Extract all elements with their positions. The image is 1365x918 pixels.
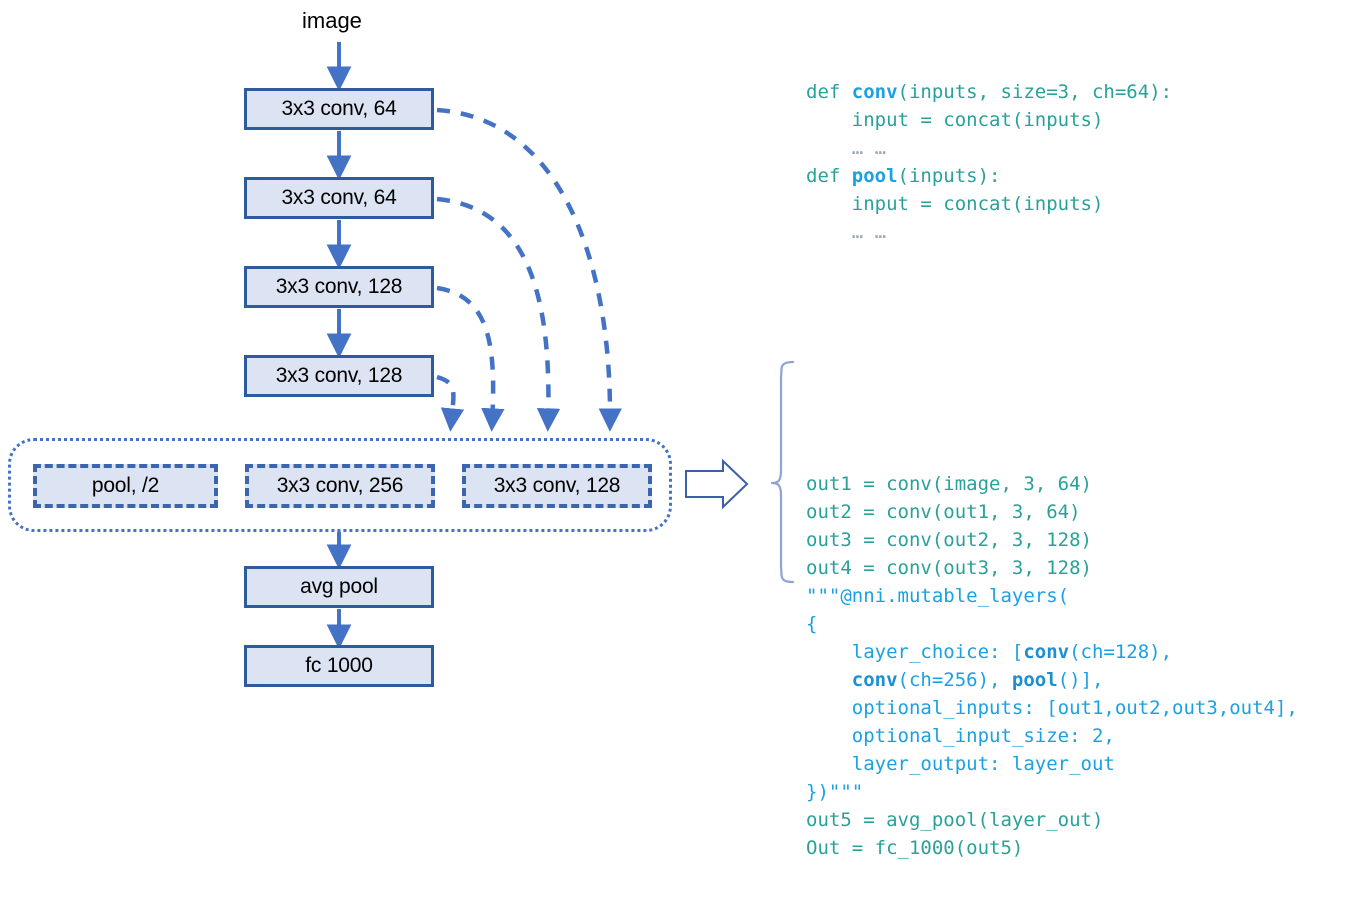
skip-connection-conv2 (436, 196, 561, 432)
input-label: image (302, 8, 362, 33)
code-body-line-11: layer_output: layer_out (806, 750, 1362, 778)
code-main-body: out1 = conv(image, 3, 64) out2 = conv(out… (806, 470, 1362, 862)
code-token: })""" (806, 781, 864, 803)
code-def-line-1: def conv(inputs, size=3, ch=64): (806, 78, 1362, 106)
code-token: out1 = conv(image, 3, 64) (806, 473, 1092, 495)
skip-connection-conv4 (436, 374, 465, 432)
code-body-line-6: { (806, 610, 1362, 638)
choice-conv-128[interactable]: 3x3 conv, 128 (462, 464, 652, 508)
node-fc-1000-label: fc 1000 (305, 654, 373, 677)
code-body-line-4: out4 = conv(out3, 3, 128) (806, 554, 1362, 582)
code-body-line-14: Out = fc_1000(out5) (806, 834, 1362, 862)
skip-connection-conv3 (436, 285, 505, 432)
code-token: out4 = conv(out3, 3, 128) (806, 557, 1092, 579)
code-def-line-4: def pool(inputs): (806, 162, 1362, 190)
code-def-line-3: … … (806, 134, 1362, 162)
code-token (806, 669, 852, 691)
code-body-line-7: layer_choice: [conv(ch=128), (806, 638, 1362, 666)
code-token: optional_inputs: [out1,out2,out3,out4], (806, 697, 1298, 719)
code-token: ()], (1057, 669, 1104, 691)
code-def-line-6: … … (806, 218, 1362, 246)
code-token: conv (851, 669, 898, 691)
code-token: layer_output: layer_out (806, 753, 1115, 775)
code-token: layer_choice: [ (806, 641, 1024, 663)
code-def-line-5: input = concat(inputs) (806, 190, 1362, 218)
code-token: out3 = conv(out2, 3, 128) (806, 529, 1092, 551)
code-token: optional_input_size: 2, (806, 725, 1115, 747)
code-token: """@nni.mutable_layers( (806, 585, 1070, 607)
code-blank-1 (806, 302, 1362, 330)
code-def-line-2: input = concat(inputs) (806, 106, 1362, 134)
code-body-line-13: out5 = avg_pool(layer_out) (806, 806, 1362, 834)
code-token: (inputs): (897, 165, 1001, 187)
code-token: def (806, 81, 852, 103)
choice-conv-256[interactable]: 3x3 conv, 256 (245, 464, 435, 508)
code-body-line-9: optional_inputs: [out1,out2,out3,out4], (806, 694, 1362, 722)
code-body-line-3: out3 = conv(out2, 3, 128) (806, 526, 1362, 554)
skip-connection-conv1 (436, 107, 622, 432)
node-fc-1000[interactable]: fc 1000 (244, 645, 434, 687)
code-function-definitions: def conv(inputs, size=3, ch=64): input =… (806, 78, 1362, 246)
code-token: input = concat(inputs) (806, 193, 1104, 215)
code-token: conv (1023, 641, 1070, 663)
choice-pool-2[interactable]: pool, /2 (33, 464, 218, 508)
node-conv3-label: 3x3 conv, 128 (275, 275, 403, 298)
node-conv1[interactable]: 3x3 conv, 64 (244, 88, 434, 130)
node-conv2[interactable]: 3x3 conv, 64 (244, 177, 434, 219)
code-token: conv (851, 81, 898, 103)
code-body-line-1: out1 = conv(image, 3, 64) (806, 470, 1362, 498)
code-body-line-12: })""" (806, 778, 1362, 806)
node-conv4[interactable]: 3x3 conv, 128 (244, 355, 434, 397)
code-token: out2 = conv(out1, 3, 64) (806, 501, 1081, 523)
code-body-line-5: """@nni.mutable_layers( (806, 582, 1362, 610)
code-token: def (806, 165, 852, 187)
node-conv2-label: 3x3 conv, 64 (281, 186, 397, 209)
code-token: … … (806, 137, 887, 159)
code-token: pool (851, 165, 898, 187)
code-body-line-2: out2 = conv(out1, 3, 64) (806, 498, 1362, 526)
code-token: (ch=128), (1069, 641, 1173, 663)
choice-conv-256-label: 3x3 conv, 256 (276, 474, 404, 497)
code-token: Out = fc_1000(out5) (806, 837, 1024, 859)
code-token: (ch=256), (897, 669, 1012, 691)
node-conv3[interactable]: 3x3 conv, 128 (244, 266, 434, 308)
code-token: out5 = avg_pool(layer_out) (806, 809, 1104, 831)
code-body-line-8: conv(ch=256), pool()], (806, 666, 1362, 694)
block-arrow-to-code (685, 458, 749, 510)
code-annotation-brace (770, 360, 795, 584)
node-conv1-label: 3x3 conv, 64 (281, 97, 397, 120)
code-blank-2 (806, 386, 1362, 414)
choice-pool-2-label: pool, /2 (91, 474, 160, 497)
code-token: { (806, 613, 818, 635)
diagram-canvas: image 3x3 conv, 64 3x3 conv, 64 3x3 conv… (8, 8, 1298, 859)
code-token: (inputs, size=3, ch=64): (897, 81, 1173, 103)
code-token: … … (806, 221, 887, 243)
code-token: input = concat(inputs) (806, 109, 1104, 131)
node-avg-pool-label: avg pool (300, 575, 378, 598)
code-token: pool (1011, 669, 1058, 691)
code-body-line-10: optional_input_size: 2, (806, 722, 1362, 750)
node-conv4-label: 3x3 conv, 128 (275, 364, 403, 387)
code-panel: def conv(inputs, size=3, ch=64): input =… (806, 22, 1362, 918)
choice-conv-128-label: 3x3 conv, 128 (493, 474, 621, 497)
node-avg-pool[interactable]: avg pool (244, 566, 434, 608)
mutable-layer-group (8, 438, 672, 532)
